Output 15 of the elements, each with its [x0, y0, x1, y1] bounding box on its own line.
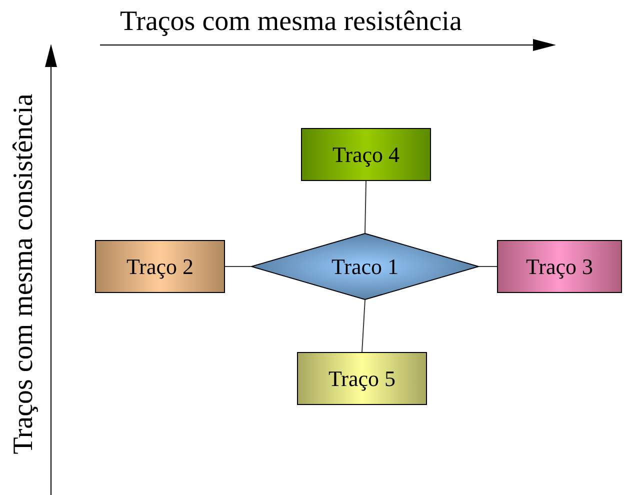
node-label: Traço 2	[126, 254, 194, 280]
node-label: Traço 3	[526, 254, 594, 280]
axis-title: Traços com mesma consistência	[8, 94, 40, 454]
connector-line	[224, 266, 252, 267]
process-box	[497, 240, 622, 293]
axis-title: Traços com mesma resistência	[120, 6, 462, 38]
node-label: Traço 4	[332, 142, 400, 168]
connector-line	[362, 300, 366, 352]
process-box	[301, 128, 431, 181]
process-box	[95, 240, 225, 293]
node-label: Traço 5	[328, 366, 396, 392]
process-box	[297, 352, 427, 405]
connector-line	[364, 180, 366, 234]
connector-line	[478, 266, 498, 267]
node-label: Traco 1	[331, 254, 399, 280]
